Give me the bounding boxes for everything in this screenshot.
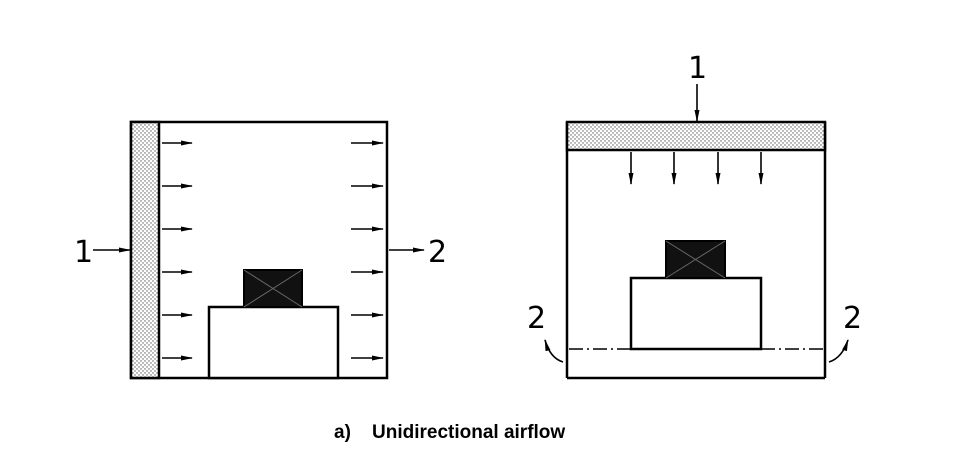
left-equipment-table <box>207 305 340 380</box>
right-exhaust-label-left: 2 <box>527 301 546 336</box>
right-product-box <box>665 240 726 279</box>
right-diagram: 1 2 2 <box>527 51 862 380</box>
left-inlet-flow-arrows <box>162 140 193 361</box>
left-diagram: 1 2 <box>74 120 447 380</box>
caption-text: Unidirectional airflow <box>372 422 565 443</box>
right-exhaust-arrow-left <box>544 339 564 363</box>
caption-prefix: a) <box>334 422 351 443</box>
figure-caption: a) Unidirectional airflow <box>334 422 565 443</box>
right-downflow-arrows <box>628 152 764 185</box>
right-filter-ceiling <box>565 120 827 152</box>
left-exhaust-label: 2 <box>428 235 447 270</box>
right-exhaust-arrow-right <box>828 339 849 363</box>
right-exhaust-label-right: 2 <box>843 301 862 336</box>
right-equipment-table <box>629 276 763 351</box>
left-supply-label: 1 <box>74 235 93 270</box>
left-outlet-flow-arrows <box>351 140 384 361</box>
left-product-box <box>243 269 303 308</box>
left-filter-wall <box>129 120 161 380</box>
right-supply-label: 1 <box>688 51 707 86</box>
